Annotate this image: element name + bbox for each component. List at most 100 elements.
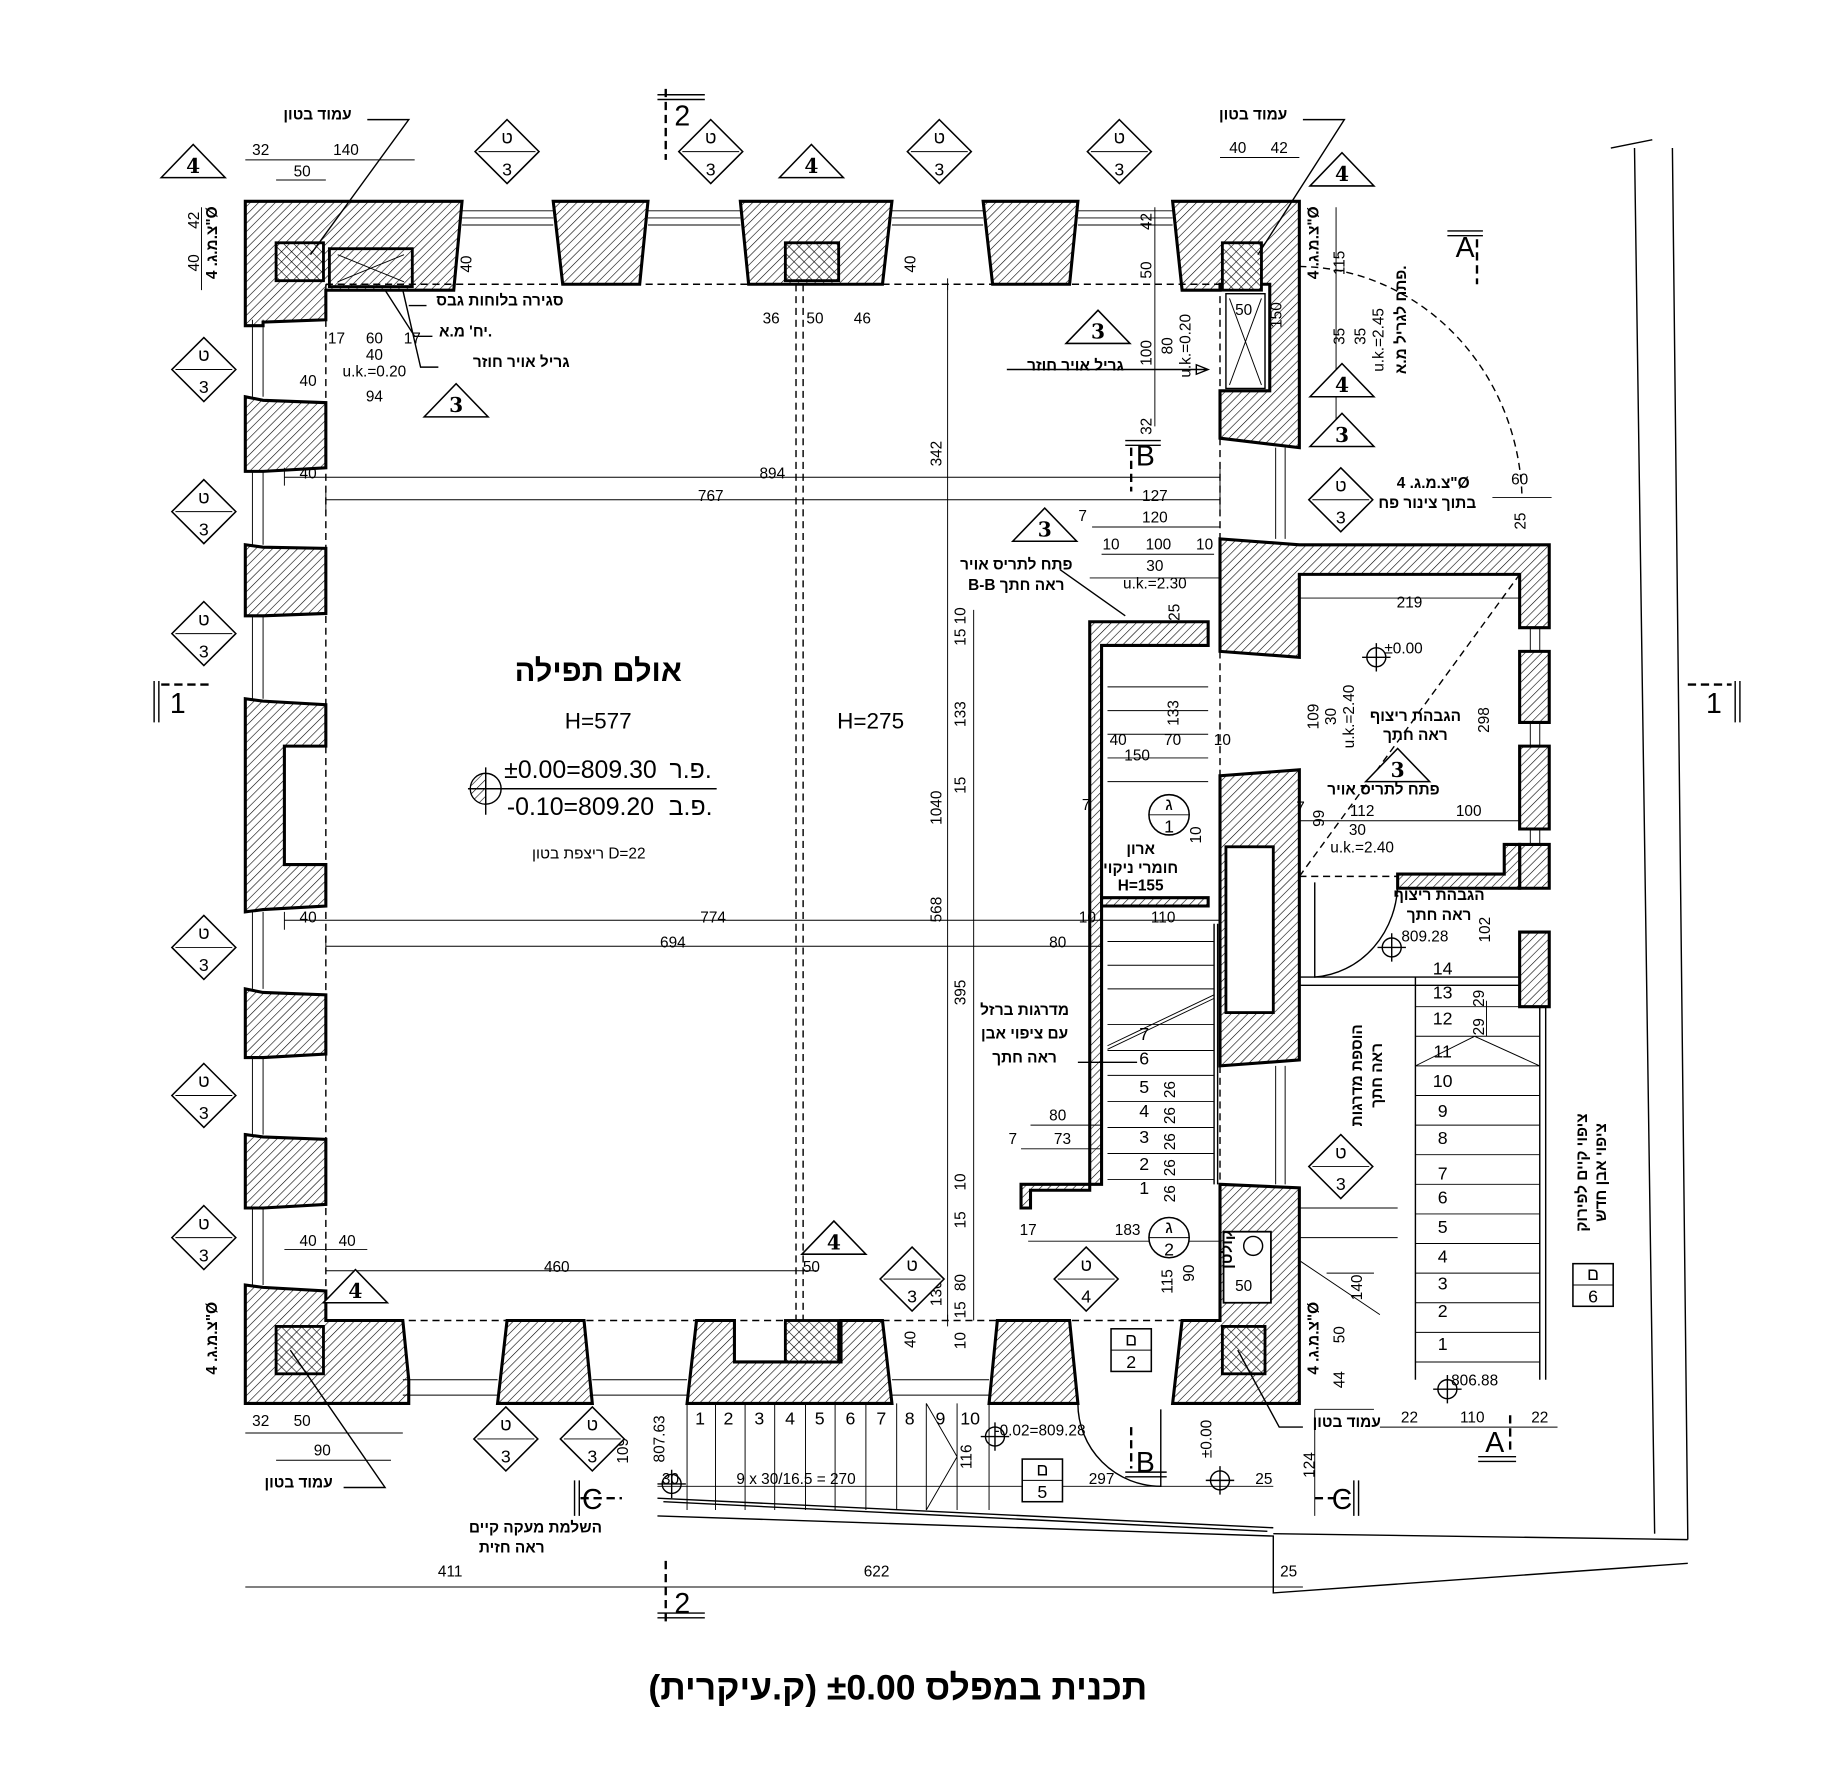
dimension-value: 10 — [1214, 732, 1231, 749]
tag-number: 3 — [706, 159, 716, 179]
tag-number: 3 — [199, 377, 209, 397]
dimension-value: 50 — [294, 1413, 311, 1430]
dimension-value: 40 — [903, 256, 920, 273]
stair-step-number: 6 — [846, 1409, 856, 1429]
dimension-value: 7 — [1078, 508, 1087, 525]
dimension-value: 32 — [1138, 418, 1155, 435]
drawing-title: תכנית במפלס ±0.00 (ק.עיקרית) — [648, 1667, 1147, 1707]
dimension-value: 40 — [903, 1331, 920, 1348]
section-tag-triangle: 3 — [1010, 506, 1079, 543]
tag-number: 3 — [1114, 159, 1124, 179]
dimension-value: 767 — [698, 488, 724, 505]
room-height: H=577 — [565, 708, 632, 733]
finish-tag-diamond: ט3 — [472, 1405, 539, 1473]
dimension-value: 150 — [1269, 302, 1286, 328]
tag-number: 3 — [199, 519, 209, 539]
finish-level-label: פ.ר. — [669, 756, 711, 784]
dimension-value: 297 — [1089, 1471, 1115, 1488]
floor-level-symbol — [467, 767, 717, 815]
dimension-value: 60 — [1511, 471, 1528, 488]
dimension-value: 46 — [854, 310, 871, 327]
tag-code: ט — [500, 1415, 512, 1435]
tag-number: 3 — [907, 1287, 917, 1307]
dimension-value: 1040 — [929, 791, 946, 825]
dimension-value: 60 — [366, 330, 383, 347]
dimension-value: 40 — [1110, 732, 1127, 749]
dimension-value: 10 — [952, 1332, 969, 1349]
annotation-note: סגירה בלוחות גבס — [436, 293, 563, 310]
tag-code: ט — [198, 345, 210, 365]
axis-label: B — [1136, 1447, 1155, 1479]
dimension-value: 568 — [929, 897, 946, 923]
dimension-value: 42 — [1271, 140, 1288, 157]
dimension-value: 395 — [952, 980, 969, 1006]
finish-tag-diamond: ט4 — [1053, 1245, 1120, 1313]
tag-number: 1 — [1164, 817, 1174, 837]
dimension-value: 25 — [1280, 1563, 1297, 1580]
dimension-value: 10 — [1188, 826, 1205, 843]
dimension-value: 40 — [300, 373, 317, 390]
annotation-note: עמוד בטון — [283, 107, 351, 124]
dimension-value: 140 — [333, 142, 359, 159]
stair-step-number: 9 — [936, 1409, 946, 1429]
dimension-value: 40 — [366, 347, 383, 364]
tag-number: 3 — [587, 1447, 597, 1467]
dimension-value: 50 — [1331, 1326, 1348, 1343]
door-tag-circle: ג1 — [1148, 793, 1190, 837]
dimension-value: u.k.=2.45 — [1370, 308, 1387, 372]
tag-number: 3 — [1335, 423, 1349, 447]
dimension-value: 7 — [1008, 1131, 1017, 1148]
room-name: אולם תפילה — [515, 653, 682, 688]
property-boundary — [657, 139, 1689, 1594]
tag-number: 3 — [199, 1103, 209, 1123]
stair-step-number: 8 — [905, 1409, 915, 1429]
axis-label: 2 — [674, 1588, 690, 1620]
dimension-value: 50 — [806, 310, 823, 327]
level-marker: 809.28 — [1377, 929, 1448, 962]
dimension-value: 30 — [1323, 708, 1340, 725]
finish-tag-diamond: ט3 — [170, 1204, 237, 1271]
annotation-note: ראה חתך — [1407, 907, 1472, 924]
stair-step-number: 10 — [1433, 1071, 1453, 1091]
tag-code: ם — [1587, 1264, 1599, 1284]
dimension-value: 30 — [662, 1471, 679, 1488]
stair-step-number: 2 — [1438, 1301, 1448, 1321]
stair-step-number: 1 — [1438, 1334, 1448, 1354]
annotation-note: ראה חתך — [1383, 727, 1448, 744]
dimension-value: 73 — [1054, 1131, 1071, 1148]
annotation-note: גריל אויר חוזר — [1027, 358, 1124, 375]
dimension-value: 42 — [1138, 213, 1155, 230]
tag-number: 5 — [1037, 1482, 1047, 1502]
axis-label: 1 — [170, 688, 186, 720]
dimension-value: 622 — [864, 1563, 890, 1580]
tag-number: 3 — [501, 1447, 511, 1467]
stair-step-number: 11 — [1433, 1042, 1451, 1062]
level-value: ±0.00 — [1384, 641, 1422, 658]
stair-step-number: 3 — [754, 1409, 764, 1429]
stair-step-number: 2 — [724, 1409, 734, 1429]
annotation-note: B-B ראה חתך — [968, 577, 1064, 594]
level-marker: -0.02=809.28 — [980, 1422, 1086, 1451]
finish-tag-diamond: ט3 — [170, 336, 237, 403]
dimension-value: 7 — [1082, 797, 1091, 814]
stair-step-number: 7 — [876, 1409, 886, 1429]
dimension-value: 25 — [1167, 604, 1184, 621]
dimension-value: 26 — [1162, 1133, 1179, 1150]
tag-number: 4 — [1081, 1287, 1091, 1307]
finish-tag-diamond: ט3 — [559, 1405, 626, 1473]
tag-code: ט — [1080, 1255, 1092, 1275]
tag-number: 4 — [804, 154, 818, 178]
annotation-note: חומרי ניקוי — [1103, 860, 1178, 877]
annotation-note: פתח לגריל מ.א. — [1393, 265, 1410, 374]
tag-number: 3 — [1336, 507, 1346, 527]
annotation-note: צ.מ.ג. 4"Ø — [204, 206, 221, 279]
level-value: -0.02=809.28 — [994, 1422, 1085, 1439]
stair-step-number: 14 — [1433, 959, 1453, 979]
floor-type: ריצפת בטון D=22 — [532, 846, 646, 863]
level-value: ±0.00 — [1199, 1420, 1216, 1458]
stair-step-number: 3 — [1438, 1274, 1448, 1294]
hidden-lines — [325, 265, 1523, 1488]
